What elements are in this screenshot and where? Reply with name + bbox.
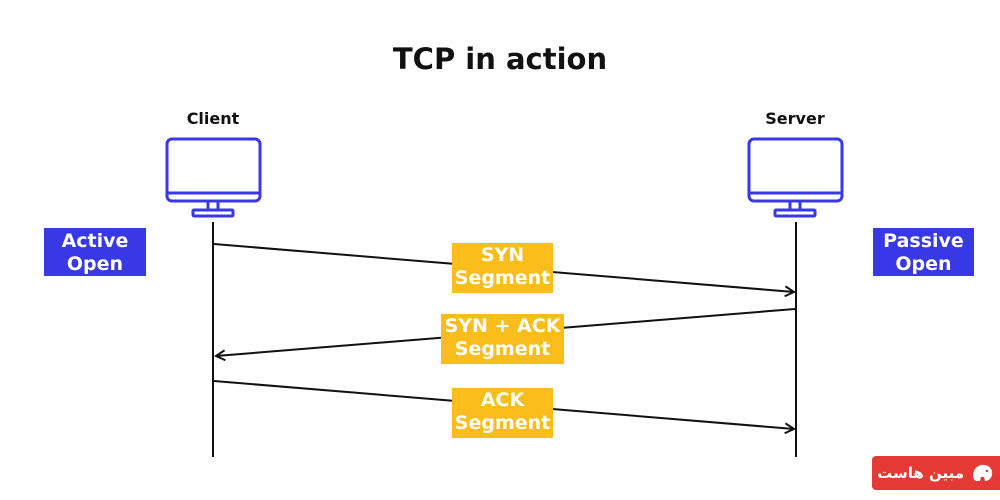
client-label: Client — [186, 109, 240, 128]
ack-segment-label: ACK Segment — [452, 388, 553, 438]
diagram-title: TCP in action — [392, 42, 608, 76]
server-state-line-2: Open — [895, 253, 952, 275]
watermark-text: مبین هاست — [877, 464, 964, 482]
client-state-line-1: Active — [61, 230, 129, 252]
client-state-box: Active Open — [44, 228, 146, 276]
client-monitor-icon — [165, 137, 262, 218]
syn-ack-segment-line-2: Segment — [454, 338, 551, 360]
syn-ack-segment-line-1: SYN + ACK — [444, 315, 561, 337]
server-label: Server — [765, 109, 825, 128]
ack-segment-line-2: Segment — [454, 412, 551, 434]
server-state-box: Passive Open — [873, 228, 974, 276]
server-state-line-1: Passive — [883, 230, 964, 252]
watermark-badge: مبین هاست — [872, 456, 1000, 490]
client-state-line-2: Open — [66, 253, 124, 275]
syn-segment-line-1: SYN — [480, 244, 525, 266]
elephant-logo-icon — [973, 464, 993, 481]
syn-ack-segment-label: SYN + ACK Segment — [441, 314, 564, 364]
syn-segment-label: SYN Segment — [452, 243, 553, 293]
syn-segment-line-2: Segment — [454, 267, 551, 289]
server-monitor-icon — [747, 137, 844, 218]
ack-segment-line-1: ACK — [480, 389, 525, 411]
